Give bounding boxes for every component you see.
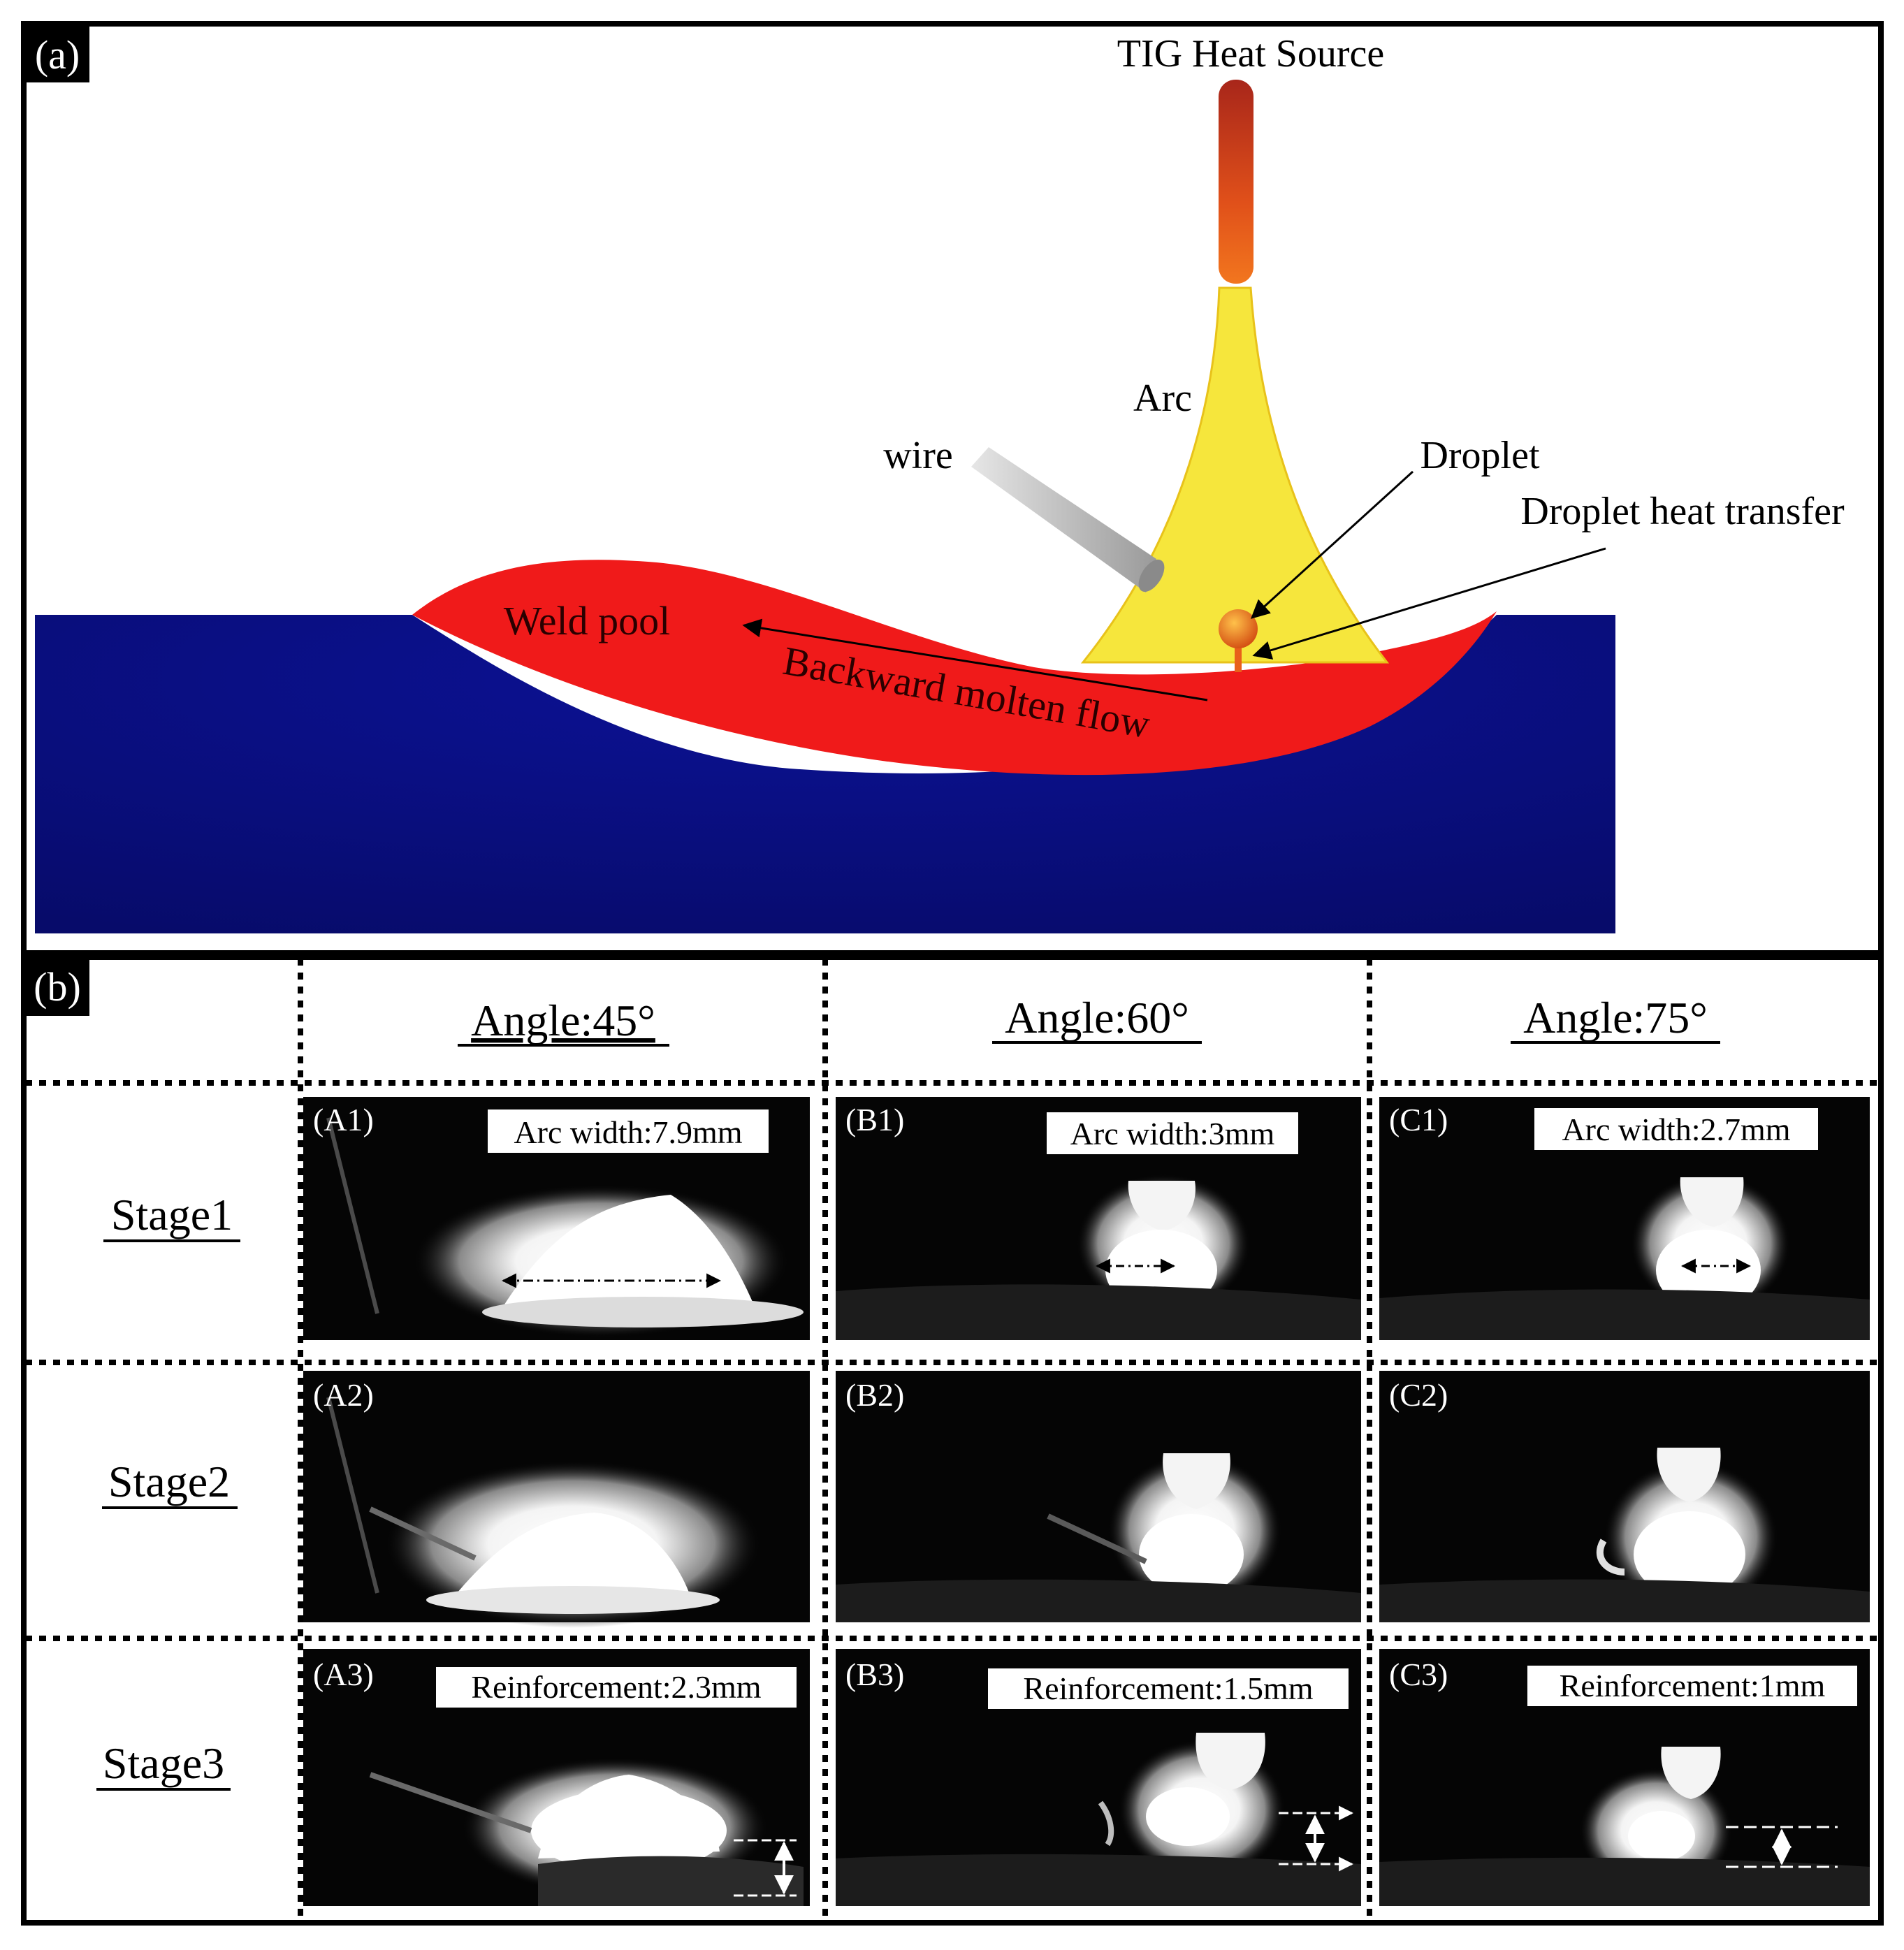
panel-a-label: (a) <box>35 32 80 78</box>
cell-id-b2: (B2) <box>845 1377 904 1413</box>
droplet-heat-transfer-arrow <box>1252 547 1606 660</box>
cell-id-a1: (A1) <box>313 1102 374 1137</box>
substrate <box>35 615 1615 933</box>
photo-b2 <box>836 1371 1361 1622</box>
filler-wire <box>971 447 1156 592</box>
wire-tip <box>1138 559 1165 592</box>
droplet <box>1219 609 1258 648</box>
backward-flow-arrow <box>742 618 1208 701</box>
cell-note-box-c1 <box>1534 1108 1818 1150</box>
cell-note-c3: Reinforcement:1mm <box>1560 1668 1826 1703</box>
cell-id-c1: (C1) <box>1389 1102 1448 1137</box>
droplet-heat-transfer-label: Droplet heat transfer <box>1520 490 1845 533</box>
arc-label: Arc <box>1133 377 1192 420</box>
wire-label: wire <box>883 434 953 477</box>
grid-lines <box>25 959 1880 1921</box>
cell-id-b3: (B3) <box>845 1657 904 1692</box>
panel-b-label: (b) <box>34 964 81 1010</box>
tig-heat-source-label: TIG Heat Source <box>1117 32 1385 75</box>
cell-id-a2: (A2) <box>313 1377 374 1413</box>
cell-note-box-c3 <box>1527 1666 1857 1706</box>
row-header-stage3: Stage3 <box>103 1738 224 1788</box>
cell-note-box-b1 <box>1047 1112 1298 1154</box>
column-header-75: Angle:75° <box>1523 993 1708 1042</box>
photo-c2 <box>1379 1371 1870 1622</box>
cell-id-c3: (C3) <box>1389 1657 1448 1692</box>
cell-id-c2: (C2) <box>1389 1377 1448 1413</box>
column-header-60: Angle:60° <box>1005 993 1189 1042</box>
cell-note-a1: Arc width:7.9mm <box>514 1114 742 1150</box>
photo-a2 <box>303 1371 810 1628</box>
droplet-label: Droplet <box>1420 434 1540 477</box>
cell-note-box-a3 <box>436 1667 797 1708</box>
cell-note-a3: Reinforcement:2.3mm <box>471 1669 761 1705</box>
weld-pool-label: Weld pool <box>504 598 671 643</box>
cell-id-b1: (B1) <box>845 1102 904 1137</box>
cell-note-b3: Reinforcement:1.5mm <box>1023 1671 1313 1706</box>
row-header-stage1: Stage1 <box>111 1190 233 1239</box>
panel-a-label-box <box>25 25 89 82</box>
weld-pool <box>412 560 1497 776</box>
cell-note-c1: Arc width:2.7mm <box>1562 1112 1790 1147</box>
panel-b-label-box <box>25 959 89 1016</box>
cell-note-b1: Arc width:3mm <box>1070 1116 1275 1151</box>
cell-id-a3: (A3) <box>313 1657 374 1692</box>
row-header-stage2: Stage2 <box>108 1457 230 1506</box>
cell-note-box-a1 <box>488 1109 769 1153</box>
tig-electrode <box>1219 80 1253 284</box>
droplet-arrow <box>1251 470 1414 619</box>
cell-note-box-b3 <box>988 1668 1349 1709</box>
column-header-45: Angle:45° <box>471 996 655 1045</box>
